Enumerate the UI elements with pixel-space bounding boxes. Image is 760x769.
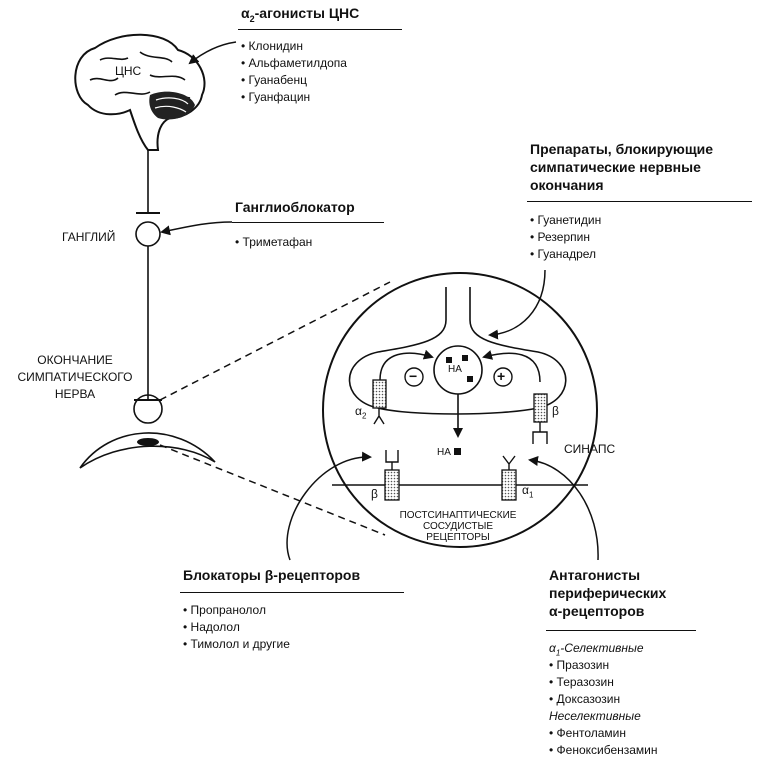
cns-agonists-title: α2-агонисты ЦНС <box>241 5 360 24</box>
beta-postsynaptic-label: β <box>371 487 378 501</box>
alpha2-receptor-icon <box>372 379 387 425</box>
postsynaptic-label-line: ПОСТСИНАПТИЧЕСКИЕ <box>399 510 517 521</box>
cns-agonist-item: • Гуанфацин <box>241 90 311 104</box>
alpha1-postsynaptic-receptor-icon <box>501 455 517 501</box>
nerve-pathway <box>133 150 163 424</box>
plus-sign-circle <box>493 367 513 387</box>
effector-tissue <box>79 432 216 469</box>
postsynaptic-label-line: РЕЦЕПТОРЫ <box>426 532 490 543</box>
sympathetic-blockers-title-line: симпатические нервные <box>530 159 701 175</box>
feedback-arrows <box>379 349 541 383</box>
ganglion-blocker-title: Ганглиоблокатор <box>235 199 355 215</box>
beta-blocker-item: • Тимолол и другие <box>183 637 290 651</box>
nonselective-item: • Феноксибензамин <box>549 743 658 757</box>
alpha-antagonists-rule <box>546 630 696 631</box>
selective-subtitle: α1-Селективные <box>549 641 644 658</box>
nerve-terminal <box>348 287 567 415</box>
alpha-antagonists-title-line: периферических <box>549 585 667 601</box>
beta-blocker-item: • Надолол <box>183 620 240 634</box>
beta-presynaptic-receptor-icon <box>532 393 548 444</box>
cns-agonist-item: • Альфаметилдопа <box>241 56 347 70</box>
beta-blockers-title: Блокаторы β-рецепторов <box>183 567 361 583</box>
nerve-ending-label-line: НЕРВА <box>54 387 96 401</box>
cerebellum-icon <box>149 91 195 120</box>
selective-item: • Теразозин <box>549 675 614 689</box>
beta-postsynaptic-receptor-icon <box>384 450 400 501</box>
ganglion-label: ГАНГЛИЙ <box>62 230 116 244</box>
ganglion-blocker-item: • Триметафан <box>235 235 313 249</box>
cns-agonist-item: • Гуанабенц <box>241 73 307 87</box>
nonselective-subtitle: Неселективные <box>549 709 641 723</box>
synapse-label: СИНАПС <box>564 442 616 456</box>
sympathetic-blocker-item: • Гуанадрел <box>530 247 597 261</box>
na-vesicle-label: НА <box>448 364 462 375</box>
na-released-icon <box>454 448 461 455</box>
beta-blockers-rule <box>180 592 404 593</box>
alpha1-postsynaptic-label: α1 <box>522 483 534 500</box>
drug-arrows <box>160 41 599 561</box>
nerve-ending-label-line: СИМПАТИЧЕСКОГО <box>17 370 133 384</box>
brain-icon <box>74 33 206 151</box>
na-released-label: НА <box>437 447 451 458</box>
minus-sign-circle <box>404 367 424 387</box>
alpha2-label: α2 <box>355 404 367 421</box>
ganglion-blocker-rule <box>232 222 384 223</box>
alpha-antagonists-title-line: Антагонисты <box>549 567 641 583</box>
plus-sign: + <box>497 368 506 384</box>
beta-presynaptic-label: β <box>552 404 559 418</box>
minus-sign: − <box>409 368 418 384</box>
magnification-lines <box>159 281 391 536</box>
beta-blocker-item: • Пропранолол <box>183 603 266 617</box>
selective-item: • Доксазозин <box>549 692 621 706</box>
alpha-antagonists-title-line: α-рецепторов <box>549 603 645 619</box>
sympathetic-blockers-rule <box>527 201 752 202</box>
sympathetic-blockers-title-line: Препараты, блокирующие <box>530 141 714 157</box>
brain-label: ЦНС <box>115 64 142 78</box>
nonselective-item: • Фентоламин <box>549 726 626 740</box>
cns-agonist-item: • Клонидин <box>241 39 303 53</box>
sympathetic-blockers-title-line: окончания <box>530 177 604 193</box>
selective-item: • Празозин <box>549 658 610 672</box>
nerve-ending-label-line: ОКОНЧАНИЕ <box>37 353 113 367</box>
sympathetic-blocker-item: • Резерпин <box>530 230 590 244</box>
sympathetic-blocker-item: • Гуанетидин <box>530 213 602 227</box>
postsynaptic-label-line: СОСУДИСТЫЕ <box>422 521 494 532</box>
cns-agonists-rule <box>238 29 402 30</box>
